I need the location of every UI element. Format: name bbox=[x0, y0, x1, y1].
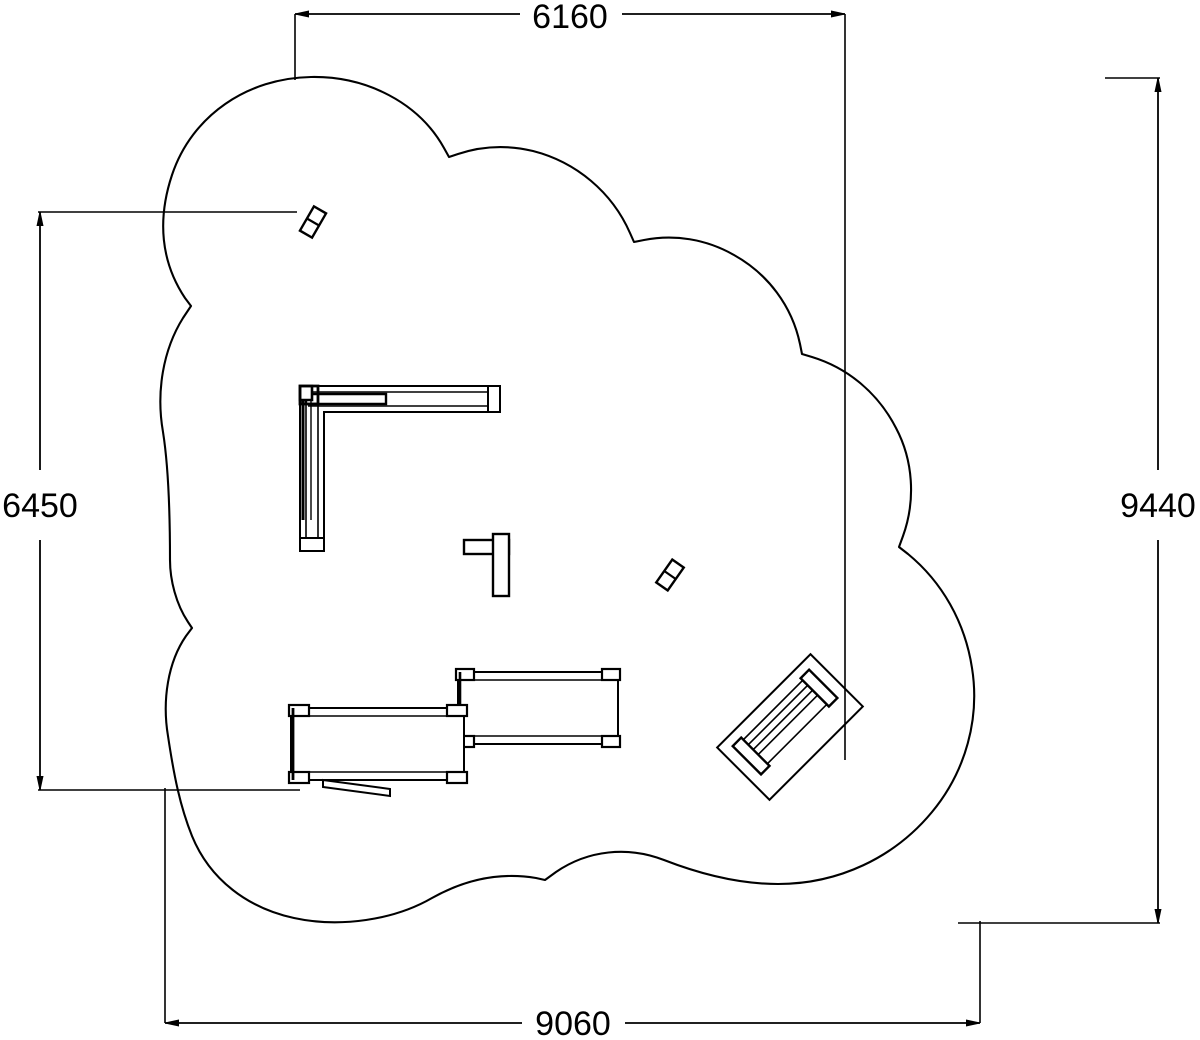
dimension-label-bottom: 9060 bbox=[535, 1005, 611, 1040]
lower-left-platform bbox=[287, 703, 469, 798]
safety-zone-outline bbox=[159, 75, 976, 924]
lower-right-platform bbox=[454, 667, 622, 749]
dimension-label-top: 6160 bbox=[532, 0, 608, 36]
post-marker-upper bbox=[298, 204, 328, 240]
dimension-top bbox=[294, 14, 846, 760]
post-marker-center bbox=[654, 557, 686, 593]
dimension-right bbox=[958, 77, 1160, 924]
dimension-label-left: 6450 bbox=[2, 487, 78, 525]
dimension-label-right: 9440 bbox=[1120, 487, 1196, 525]
l-shaped-rail-structure bbox=[298, 384, 501, 552]
angled-slide-unit bbox=[715, 652, 865, 802]
dimension-left bbox=[38, 211, 300, 791]
center-t-post bbox=[462, 532, 511, 598]
dimension-bottom bbox=[164, 788, 981, 1023]
